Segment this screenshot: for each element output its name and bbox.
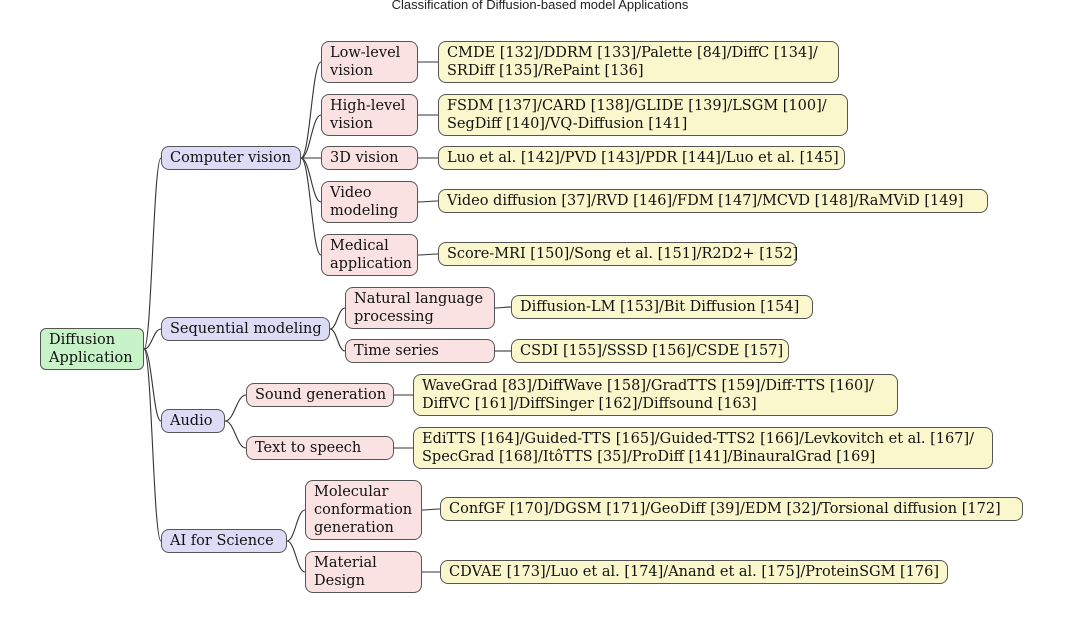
tree-edge [143,157,162,350]
subcategory-node-line: High-level [330,98,406,114]
method-list-node-line: ConfGF [170]/DGSM [171]/GeoDiff [39]/EDM… [449,501,1001,517]
subcategory-node-line: vision [330,63,373,79]
subcategory-node: Text to speech [246,436,394,460]
method-list-node: EdiTTS [164]/Guided-TTS [165]/Guided-TTS… [413,427,993,469]
subcategory-node-line: processing [354,309,434,325]
tree-edge [300,157,322,256]
tree-edge [417,200,439,203]
category-node-line: Audio [170,413,213,429]
method-list-node-line: DiffVC [161]/DiffSinger [162]/Diffsound … [422,396,757,412]
subcategory-node-line: Text to speech [255,440,362,456]
method-list-node-line: Video diffusion [37]/RVD [146]/FDM [147]… [447,193,964,209]
subcategory-node-line: conformation [314,502,413,518]
method-list-node: ConfGF [170]/DGSM [171]/GeoDiff [39]/EDM… [440,497,1023,521]
root-node-line: Application [49,350,133,366]
subcategory-node-line: generation [314,520,394,536]
tree-edge [300,157,322,203]
method-list-node-line: EdiTTS [164]/Guided-TTS [165]/Guided-TTS… [422,431,975,447]
subcategory-node-line: Time series [354,343,439,359]
category-node-line: Computer vision [170,150,292,166]
method-list-node-line: Score-MRI [150]/Song et al. [151]/R2D2+ … [447,246,799,262]
method-list-node: FSDM [137]/CARD [138]/GLIDE [139]/LSGM [… [438,94,848,136]
subcategory-node: Sound generation [246,383,394,407]
category-node: AI for Science [161,529,287,553]
subcategory-node: High-level vision [321,94,418,136]
category-node-line: AI for Science [170,533,274,549]
method-list-node: Video diffusion [37]/RVD [146]/FDM [147]… [438,189,988,213]
tree-edge [329,328,346,352]
tree-edge [300,61,322,159]
method-list-node: CMDE [132]/DDRM [133]/Palette [84]/DiffC… [438,41,839,83]
tree-edge [329,307,346,330]
subcategory-node: Molecular conformation generation [305,480,422,540]
subcategory-node-line: modeling [330,203,399,219]
subcategory-node-line: Video [330,185,372,201]
tree-edge [143,348,162,542]
tree-edge [494,306,512,309]
subcategory-node-line: 3D vision [330,150,399,166]
category-node: Computer vision [161,146,301,170]
tree-edge [286,540,306,573]
subcategory-node-line: vision [330,116,373,132]
method-list-node-line: Luo et al. [142]/PVD [143]/PDR [144]/Luo… [447,150,839,166]
method-list-node-line: Diffusion-LM [153]/Bit Diffusion [154] [520,299,800,315]
subcategory-node-line: Sound generation [255,387,387,403]
category-node: Audio [161,409,225,433]
subcategory-node-line: Medical [330,238,389,254]
tree-edge [417,253,439,256]
subcategory-node-line: application [330,256,412,272]
method-list-node: Luo et al. [142]/PVD [143]/PDR [144]/Luo… [438,146,845,170]
method-list-node: CDVAE [173]/Luo et al. [174]/Anand et al… [440,560,948,584]
tree-edge [300,114,322,159]
tree-edge [421,508,441,511]
subcategory-node: Time series [345,339,495,363]
method-list-node-line: CSDI [155]/SSSD [156]/CSDE [157] [520,343,784,359]
category-node: Sequential modeling [161,317,330,341]
subcategory-node: Natural language processing [345,287,495,329]
subcategory-node-line: Low-level [330,45,401,61]
method-list-node: WaveGrad [83]/DiffWave [158]/GradTTS [15… [413,374,898,416]
subcategory-node: Medical application [321,234,418,276]
subcategory-node: Video modeling [321,181,418,223]
root-node-line: Diffusion [49,332,116,348]
tree-edge [224,394,247,422]
method-list-node-line: CMDE [132]/DDRM [133]/Palette [84]/DiffC… [447,45,818,61]
tree-edge [143,328,162,350]
method-list-node-line: CDVAE [173]/Luo et al. [174]/Anand et al… [449,564,940,580]
subcategory-node-line: Molecular [314,484,389,500]
tree-edge [224,420,247,449]
tree-edge [286,509,306,542]
category-node-line: Sequential modeling [170,321,322,337]
method-list-node-line: SpecGrad [168]/ItôTTS [35]/ProDiff [141]… [422,449,876,465]
tree-edge [143,348,162,422]
diagram-title: Classification of Diffusion-based model … [391,0,689,12]
subcategory-node-line: Material [314,555,377,571]
method-list-node-line: WaveGrad [83]/DiffWave [158]/GradTTS [15… [422,378,874,394]
method-list-node-line: FSDM [137]/CARD [138]/GLIDE [139]/LSGM [… [447,98,827,114]
method-list-node: Diffusion-LM [153]/Bit Diffusion [154] [511,295,813,319]
method-list-node: Score-MRI [150]/Song et al. [151]/R2D2+ … [438,242,799,266]
subcategory-node-line: Design [314,573,365,589]
subcategory-node: Low-level vision [321,41,418,83]
method-list-node-line: SegDiff [140]/VQ-Diffusion [141] [447,116,688,132]
subcategory-node: 3D vision [321,146,418,170]
subcategory-node-line: Natural language [354,291,484,307]
method-list-node-line: SRDiff [135]/RePaint [136] [447,63,644,79]
method-list-node: CSDI [155]/SSSD [156]/CSDE [157] [511,339,789,363]
